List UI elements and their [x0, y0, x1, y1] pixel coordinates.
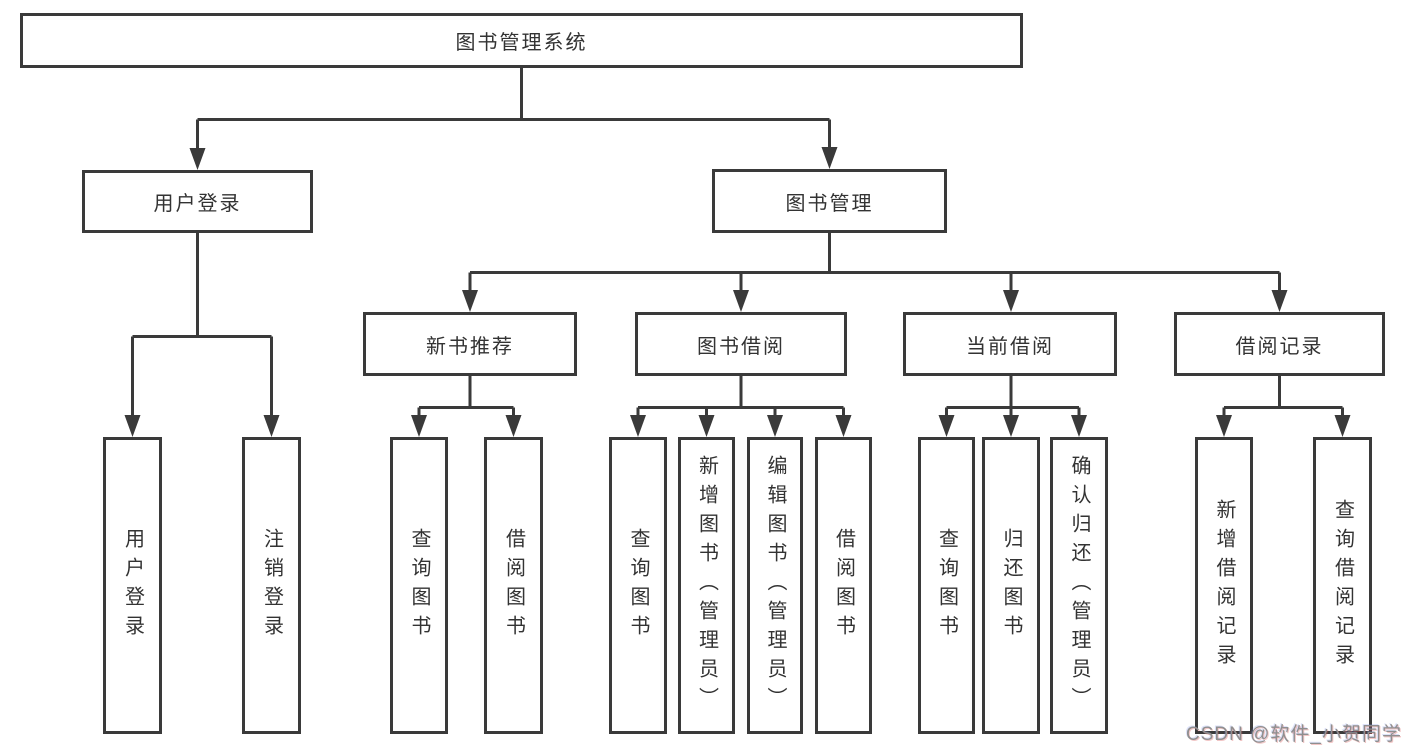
arrowhead-borrowing-add: [698, 415, 715, 437]
leaf-borrowing-edit-books-label: 编辑图书（管理员）: [764, 455, 786, 716]
node-current-borrowing-label: 当前借阅: [966, 335, 1054, 358]
arrowhead-records-add: [1216, 415, 1232, 437]
leaf-current-query-books: 查询图书: [918, 437, 975, 734]
arrowhead-current-confirm: [1071, 415, 1087, 437]
node-new-book-recommendation: 新书推荐: [363, 312, 577, 376]
leaf-current-return-books-label: 归还图书: [1000, 527, 1022, 644]
arrowhead-current-borrowing: [1003, 290, 1019, 312]
leaf-logout-label: 注销登录: [260, 527, 283, 644]
connector-root-to-level2: [196, 68, 831, 150]
node-book-borrowing-label: 图书借阅: [697, 335, 785, 358]
connector-recommendation-to-leaves: [417, 376, 515, 417]
node-root: 图书管理系统: [20, 13, 1023, 68]
connector-book-management-to-level3: [468, 233, 1281, 292]
arrowhead-current-query: [938, 415, 955, 437]
node-new-book-recommendation-label: 新书推荐: [426, 335, 514, 358]
arrowhead-book-borrowing: [733, 290, 749, 312]
node-borrowing-records-label: 借阅记录: [1235, 335, 1324, 358]
csdn-watermark: CSDN @软件_小贺同学: [1186, 724, 1402, 745]
arrowhead-records-query: [1334, 415, 1351, 437]
arrowhead-recommend-query: [411, 415, 427, 437]
arrowhead-book-management: [821, 147, 838, 169]
leaf-borrowing-query-books: 查询图书: [609, 437, 667, 734]
arrowhead-current-return: [1003, 415, 1019, 437]
leaf-records-query-record: 查询借阅记录: [1313, 437, 1372, 734]
node-book-borrowing: 图书借阅: [635, 312, 847, 376]
leaf-current-confirm-return-label: 确认归还（管理员）: [1068, 455, 1090, 716]
leaf-user-login: 用户登录: [103, 437, 162, 734]
node-book-management-label: 图书管理: [785, 192, 874, 215]
arrowhead-borrowing-borrow: [835, 415, 852, 437]
arrowhead-new-book-recommendation: [462, 290, 478, 312]
arrowhead-borrowing-query: [630, 415, 646, 437]
arrowhead-login-leaf: [124, 415, 141, 437]
node-user-login: 用户登录: [82, 170, 313, 233]
leaf-recommend-query-books: 查询图书: [390, 437, 448, 734]
leaf-borrowing-borrow-books: 借阅图书: [815, 437, 872, 734]
leaf-recommend-borrow-books-label: 借阅图书: [502, 527, 525, 644]
leaf-borrowing-add-books-label: 新增图书（管理员）: [695, 455, 718, 716]
leaf-records-add-record-label: 新增借阅记录: [1213, 498, 1235, 673]
leaf-borrowing-borrow-books-label: 借阅图书: [832, 527, 855, 644]
node-borrowing-records: 借阅记录: [1174, 312, 1385, 376]
arrowhead-user-login: [189, 148, 206, 170]
leaf-recommend-query-books-label: 查询图书: [408, 527, 430, 644]
connector-borrowing-to-leaves: [636, 376, 845, 417]
node-current-borrowing: 当前借阅: [903, 312, 1117, 376]
leaf-borrowing-query-books-label: 查询图书: [627, 527, 649, 644]
arrowhead-borrowing-edit: [767, 415, 783, 437]
node-root-label: 图书管理系统: [455, 32, 588, 54]
leaf-current-confirm-return: 确认归还（管理员）: [1050, 437, 1108, 734]
node-user-login-label: 用户登录: [153, 193, 242, 215]
leaf-borrowing-add-books: 新增图书（管理员）: [678, 437, 735, 734]
node-book-management: 图书管理: [712, 169, 947, 233]
leaf-logout: 注销登录: [242, 437, 301, 734]
connector-user-login-to-leaves: [131, 233, 273, 417]
leaf-borrowing-edit-books: 编辑图书（管理员）: [747, 437, 803, 734]
leaf-records-query-record-label: 查询借阅记录: [1331, 498, 1354, 673]
leaf-user-login-label: 用户登录: [121, 527, 144, 644]
arrowhead-borrowing-records: [1271, 290, 1288, 312]
connector-records-to-leaves: [1222, 376, 1344, 417]
leaf-recommend-borrow-books: 借阅图书: [484, 437, 543, 734]
leaf-records-add-record: 新增借阅记录: [1195, 437, 1253, 734]
connector-current-to-leaves: [945, 376, 1081, 417]
leaf-current-return-books: 归还图书: [982, 437, 1040, 734]
leaf-current-query-books-label: 查询图书: [935, 527, 958, 644]
arrowhead-recommend-borrow: [505, 415, 522, 437]
arrowhead-logout-leaf: [263, 415, 280, 437]
